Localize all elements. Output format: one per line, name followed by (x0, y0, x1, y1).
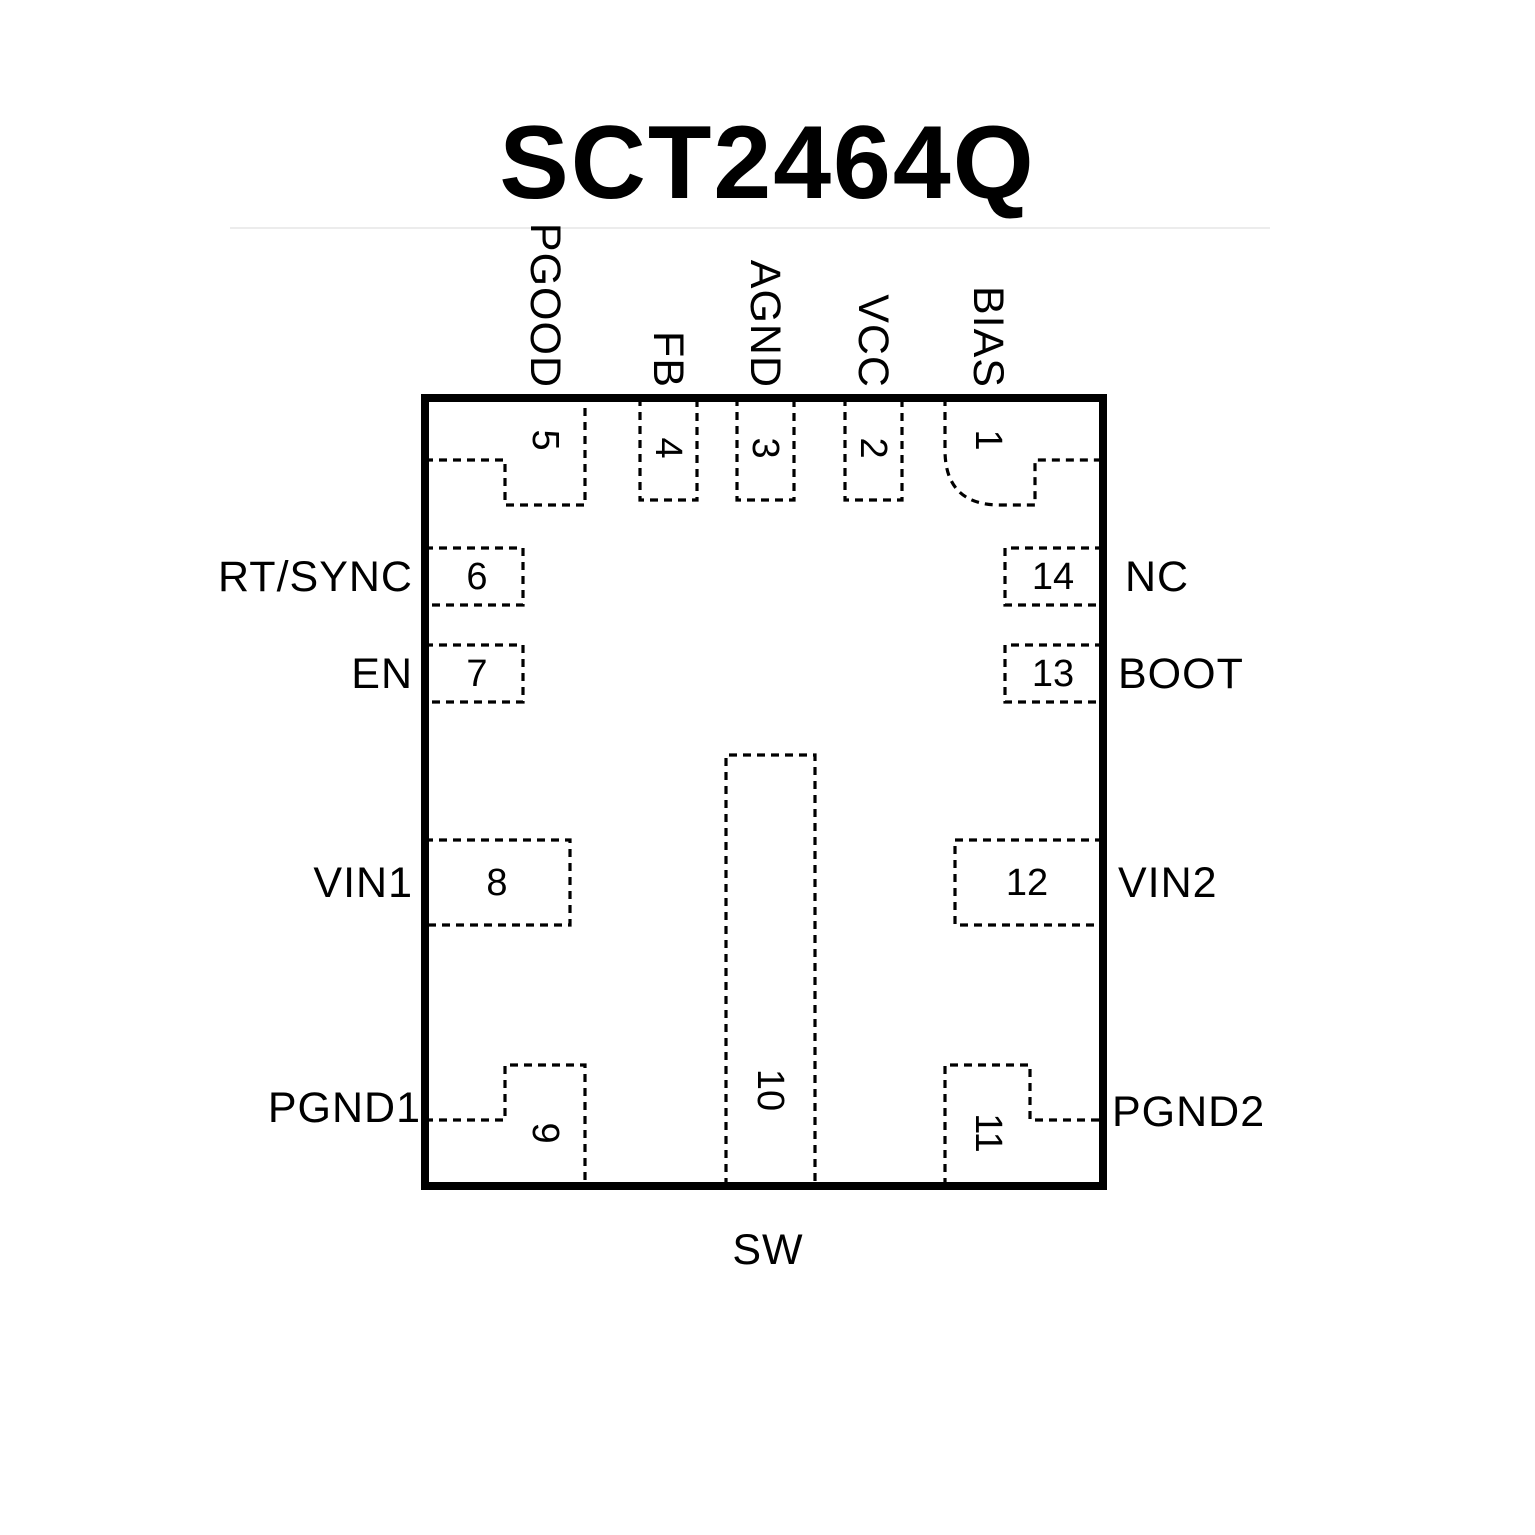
pin-number-3: 3 (744, 437, 786, 458)
pin-number-4: 4 (647, 437, 689, 458)
pin-name-vin1: VIN1 (313, 859, 413, 907)
chip-outline (421, 394, 1107, 1190)
pad-pin2 (843, 398, 904, 502)
pin-number-13: 13 (1032, 653, 1074, 695)
pad-pin10 (724, 753, 817, 1186)
pad-pin5 (425, 398, 587, 507)
pin-name-en: EN (351, 650, 413, 698)
pin-number-2: 2 (852, 437, 894, 458)
pad-pin3 (735, 398, 796, 502)
pad-pin13 (1003, 643, 1103, 704)
pin-number-10: 10 (749, 1069, 791, 1111)
pin-name-vcc: VCC (849, 294, 897, 388)
pad-pin6 (425, 546, 525, 607)
pin-name-vin2: VIN2 (1118, 859, 1218, 907)
pin-number-6: 6 (466, 556, 487, 598)
pin-number-9: 9 (524, 1122, 566, 1143)
pin-number-14: 14 (1032, 556, 1074, 598)
pad-pin14 (1003, 546, 1103, 607)
pad-pin9 (425, 1063, 587, 1186)
pin-number-8: 8 (486, 862, 507, 904)
pad-pin7 (425, 643, 525, 704)
pin-number-7: 7 (466, 653, 487, 695)
pin-name-nc: NC (1125, 553, 1189, 601)
pin-number-11: 11 (967, 1113, 1009, 1152)
pad-pin1 (943, 398, 1103, 507)
pin-number-12: 12 (1006, 862, 1048, 904)
pad-pin11 (943, 1063, 1103, 1186)
pin-name-rtsync: RT/SYNC (218, 553, 413, 601)
pad-pin12 (953, 838, 1103, 927)
pin-number-5: 5 (524, 429, 566, 450)
pin-name-pgnd2: PGND2 (1112, 1088, 1265, 1136)
pin-number-1: 1 (967, 429, 1009, 450)
page-title: SCT2464Q (499, 105, 1036, 221)
title-divider (230, 227, 1270, 229)
pad-pin8 (425, 838, 572, 927)
pin-name-pgnd1: PGND1 (268, 1084, 421, 1132)
pin-name-fb: FB (644, 331, 692, 388)
pin-name-pgood: PGOOD (521, 223, 569, 388)
pin-name-boot: BOOT (1118, 650, 1244, 698)
pad-pin4 (638, 398, 699, 502)
pin-name-bias: BIAS (964, 286, 1012, 388)
pin-name-sw: SW (732, 1226, 803, 1274)
pin-name-agnd: AGND (741, 260, 789, 388)
